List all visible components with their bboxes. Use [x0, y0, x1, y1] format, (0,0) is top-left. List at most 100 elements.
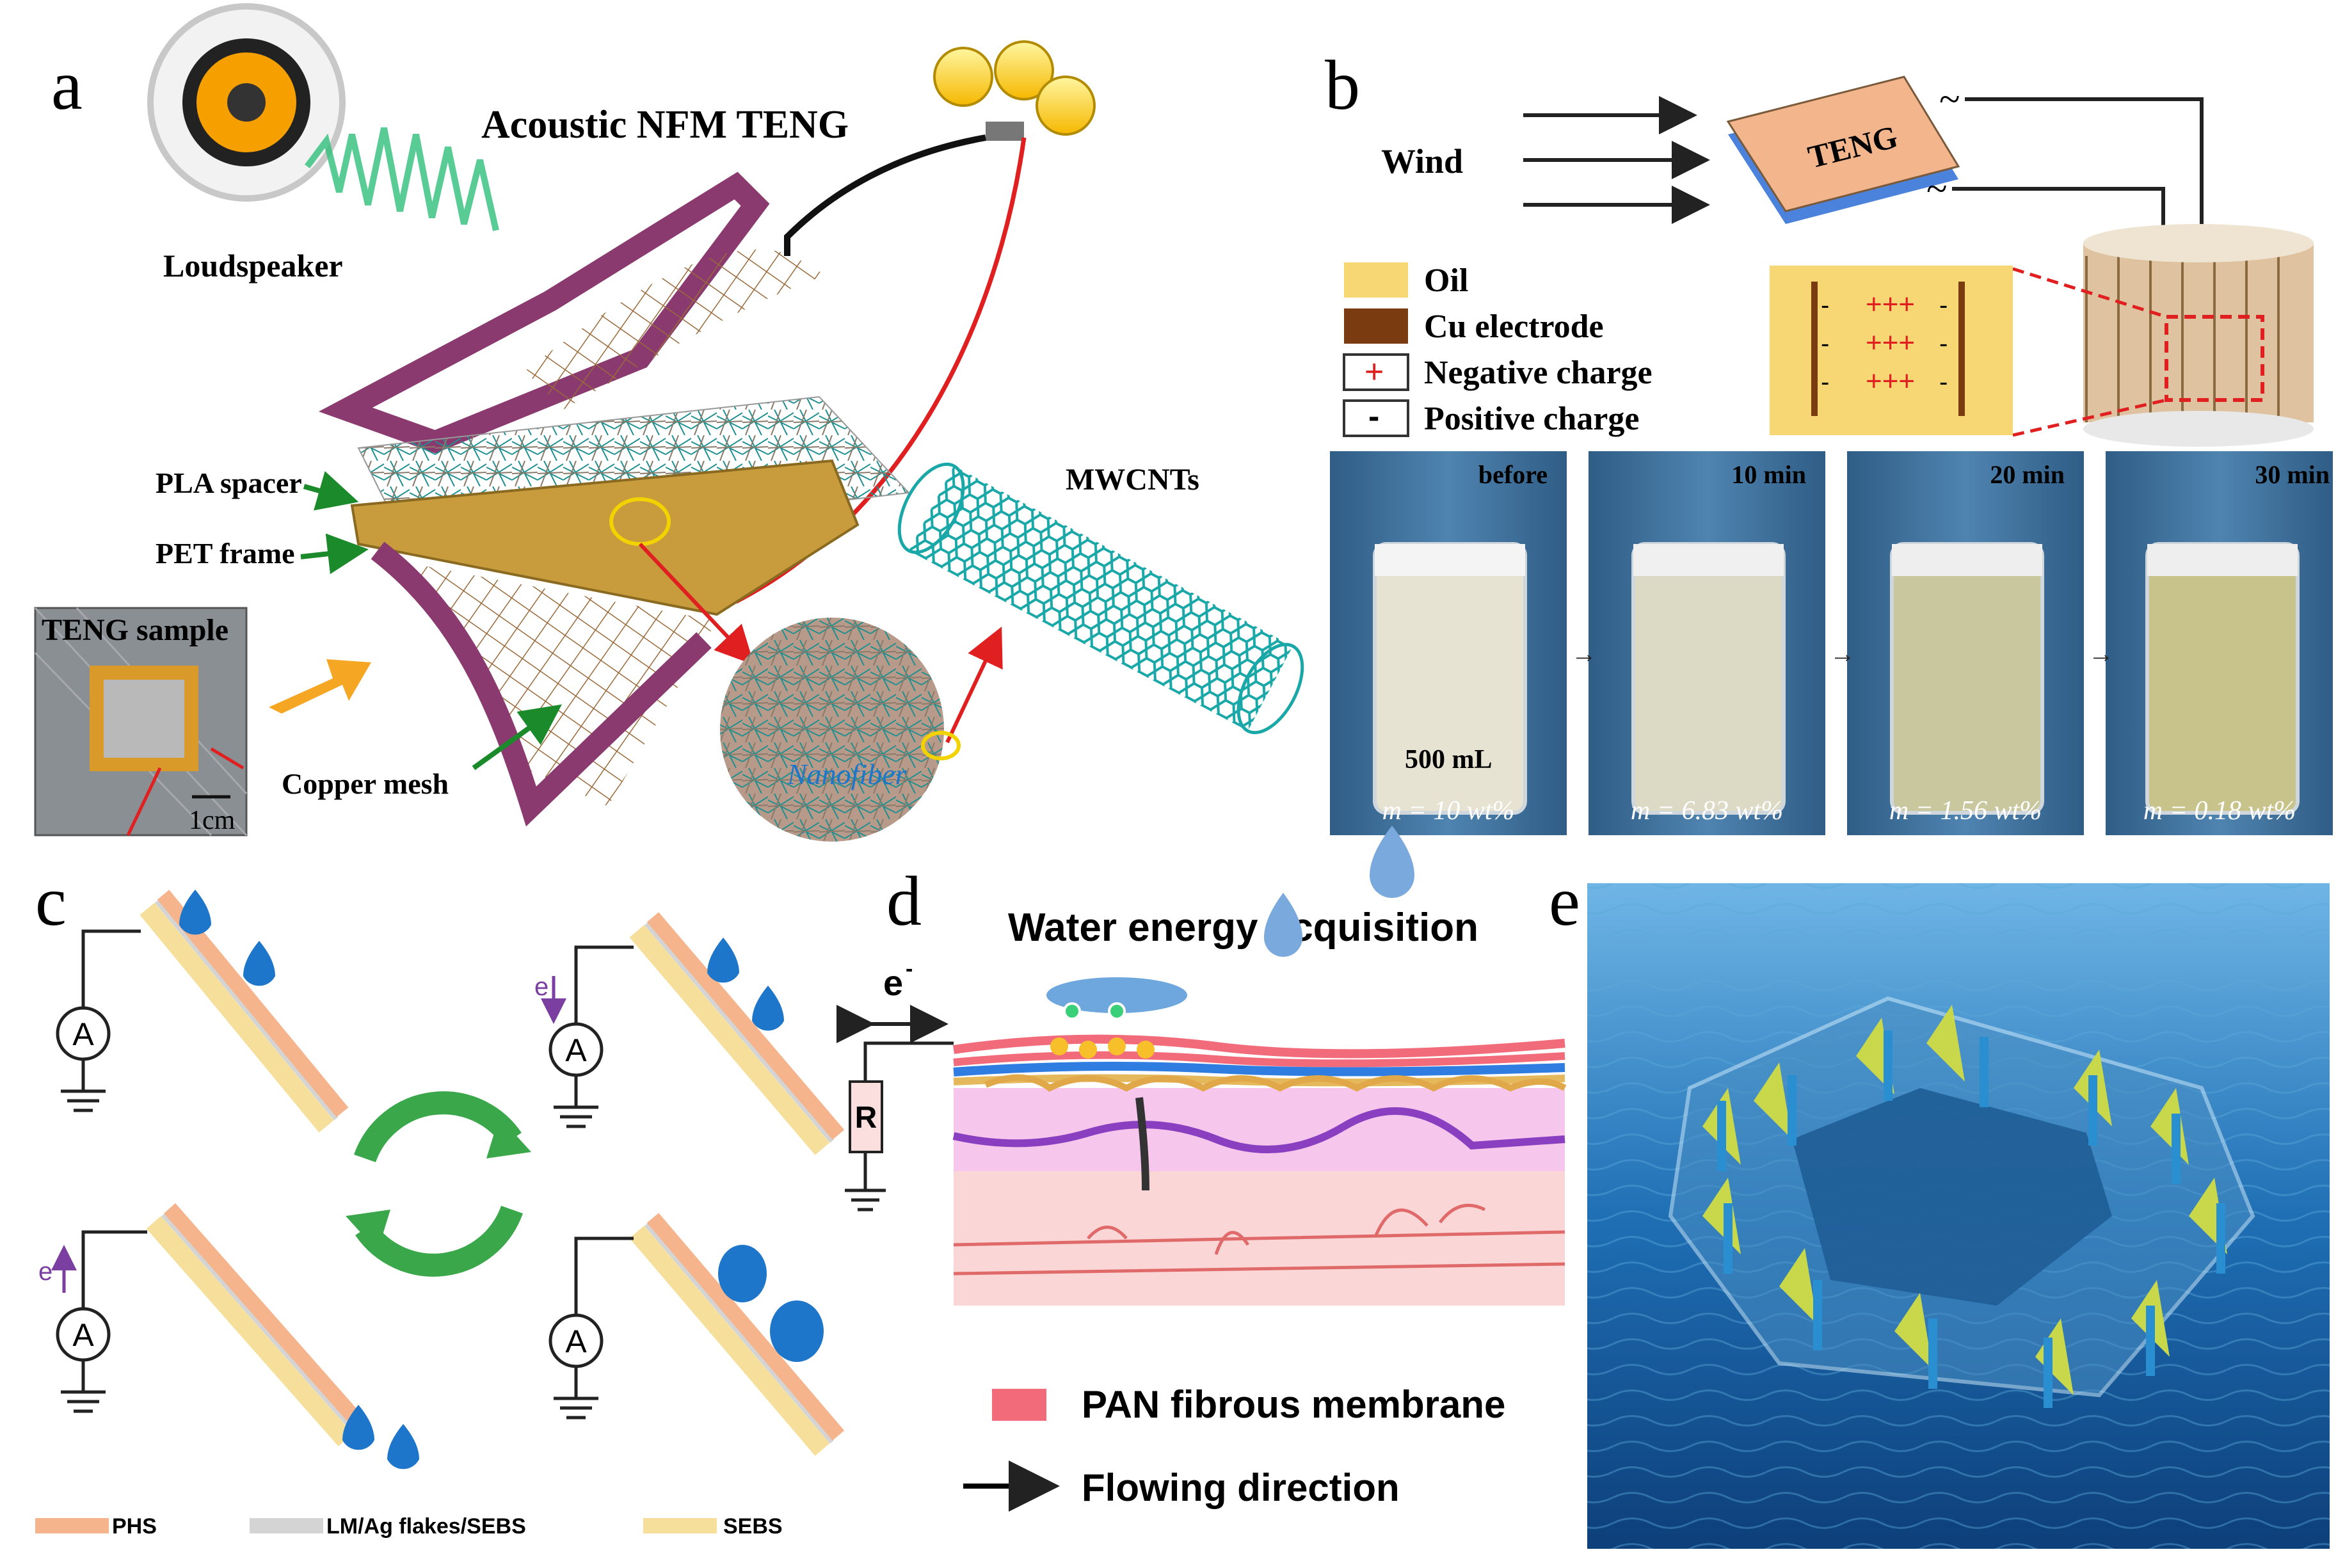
- black-wire: [784, 134, 986, 256]
- copper-mesh-label: Copper mesh: [282, 767, 449, 800]
- legend-swatch-cu: [1344, 308, 1408, 344]
- falling-drop-icon-2: [1370, 826, 1414, 898]
- legend-swatch-negative: [1343, 353, 1409, 391]
- ac-symbol-2: ~: [1926, 168, 1947, 210]
- svg-text:+++: +++: [1866, 289, 1915, 320]
- electron-label-3: e: [38, 1258, 52, 1286]
- legend-swatch-positive: [1343, 399, 1409, 437]
- ammeter-1-label: A: [72, 1016, 94, 1052]
- sound-wave-icon: [305, 127, 499, 232]
- pla-spacer-arrow: [303, 471, 359, 511]
- skin-boundary: [952, 1107, 1565, 1153]
- svg-text:-: -: [1939, 368, 1948, 396]
- legend-label-phs: PHS: [112, 1514, 157, 1539]
- nanofiber-label: Nanofiber: [787, 758, 908, 790]
- ground-icon: [845, 1152, 886, 1212]
- legend-marker-positive: -: [1368, 398, 1379, 435]
- zoom-line-1: [2012, 267, 2167, 319]
- orange-arrow-icon: [269, 659, 371, 714]
- zoom-arrow-1: [638, 542, 755, 665]
- legend-label-positive: Positive charge: [1424, 401, 1639, 437]
- beaker-3-fraction: m = 1.56 wt%: [1889, 796, 2042, 826]
- ammeter-circuit-2: [541, 945, 634, 1128]
- panel-e: e: [1549, 862, 2330, 1549]
- beaker-4-fraction: m = 0.18 wt%: [2143, 796, 2296, 826]
- water-drop-icon: [179, 890, 824, 1469]
- legend-swatch-oil: [1344, 262, 1408, 298]
- resistor-label: R: [855, 1101, 877, 1135]
- legend-label-negative: Negative charge: [1424, 355, 1653, 391]
- mwcnt-tube: [897, 462, 1304, 735]
- electron-sup: -: [906, 957, 913, 981]
- panel-c: c A: [35, 862, 845, 1539]
- legend-label-lm: LM/Ag flakes/SEBS: [326, 1514, 526, 1539]
- step-arrow-3: →: [2088, 640, 2114, 668]
- panel-b-legend: Oil Cu electrode + Negative charge - Pos…: [1343, 262, 1653, 437]
- legend-marker-negative: +: [1365, 353, 1384, 390]
- beaker-3: [1847, 451, 2084, 835]
- ammeter-4-label: A: [565, 1324, 587, 1359]
- ammeter-2-label: A: [565, 1032, 587, 1068]
- svg-text:+++: +++: [1866, 365, 1915, 397]
- zoom-line-2: [2012, 398, 2167, 437]
- water-droplet-flat: [1046, 977, 1187, 1013]
- teng-sample-title: TENG sample: [42, 613, 228, 647]
- pla-spacer-label: PLA spacer: [156, 467, 302, 499]
- loudspeaker-label: Loudspeaker: [163, 248, 343, 284]
- svg-text:-: -: [1939, 291, 1948, 319]
- cycle-arrows-icon: [346, 1091, 531, 1277]
- beaker-1-fraction: m = 10 wt%: [1382, 796, 1515, 826]
- copper-mesh-arrow: [472, 704, 562, 771]
- panel-a-title: Acoustic NFM TENG: [481, 103, 849, 147]
- legend-label-sebs: SEBS: [723, 1514, 783, 1539]
- step-arrow-2: →: [1830, 640, 1855, 668]
- device-strip-1: [140, 890, 349, 1133]
- copper-mesh-upper: [525, 249, 826, 410]
- positive-charges: [1050, 1037, 1155, 1059]
- ammeter-circuit-4: [548, 1236, 634, 1420]
- electron-label-2: e: [534, 973, 548, 1001]
- circuit-wire: [863, 1041, 954, 1082]
- pet-frame-arrow: [300, 533, 369, 575]
- svg-text:+++: +++: [1866, 327, 1915, 358]
- charge-dot-2: [1108, 1002, 1126, 1020]
- legend-label-oil: Oil: [1424, 262, 1468, 299]
- wind-label: Wind: [1381, 142, 1463, 180]
- svg-text:-: -: [1939, 330, 1948, 358]
- panel-a-letter: a: [51, 46, 83, 124]
- mwcnts-label: MWCNTs: [1066, 463, 1199, 497]
- beaker-4: [2106, 451, 2333, 835]
- hair-follicle: [1135, 1097, 1149, 1191]
- pan-fibrous-membrane: [953, 1034, 1567, 1092]
- copper-mesh-lower: [410, 563, 717, 806]
- teng-device: [1726, 76, 1960, 224]
- legend-label-pan: PAN fibrous membrane: [1082, 1383, 1505, 1426]
- ammeter-3-label: A: [72, 1317, 94, 1353]
- ammeter-circuit-3: [51, 1230, 147, 1413]
- oil-cylinder: [2083, 224, 2314, 447]
- panel-b-letter: b: [1325, 46, 1360, 124]
- beaker-2: [1589, 451, 1825, 835]
- ammeter-circuit-1: [56, 929, 141, 1112]
- teng-array: [1668, 996, 2255, 1408]
- beaker-series: before 10 min 20 min 30 min 500 mL m = 1…: [1330, 451, 2333, 835]
- beaker-4-time: 30 min: [2255, 460, 2330, 489]
- nanofiber-zoom: [720, 618, 961, 842]
- step-arrow-1: →: [1571, 640, 1597, 668]
- device-strip-3: [146, 1203, 367, 1446]
- panel-d: d Water energy acquisition R: [836, 826, 1567, 1512]
- panel-e-letter: e: [1549, 862, 1580, 940]
- charge-dot-1: [1063, 1002, 1081, 1020]
- panel-d-letter: d: [886, 862, 922, 940]
- wire-1: [1965, 97, 2204, 243]
- svg-text:-: -: [1821, 368, 1829, 396]
- legend-swatch-sebs: [643, 1518, 717, 1533]
- beaker-2-time: 10 min: [1731, 460, 1806, 489]
- panel-a: a Acoustic NFM TENG Loudspeaker: [34, 3, 1304, 842]
- beaker-volume: 500 mL: [1405, 745, 1493, 774]
- legend-label-flow: Flowing direction: [1082, 1466, 1400, 1509]
- light-bulb-icon: [933, 40, 1096, 141]
- skin-epidermis: [954, 1088, 1565, 1171]
- electron-label: e: [883, 963, 903, 1003]
- teng-sample-photo: [34, 607, 248, 836]
